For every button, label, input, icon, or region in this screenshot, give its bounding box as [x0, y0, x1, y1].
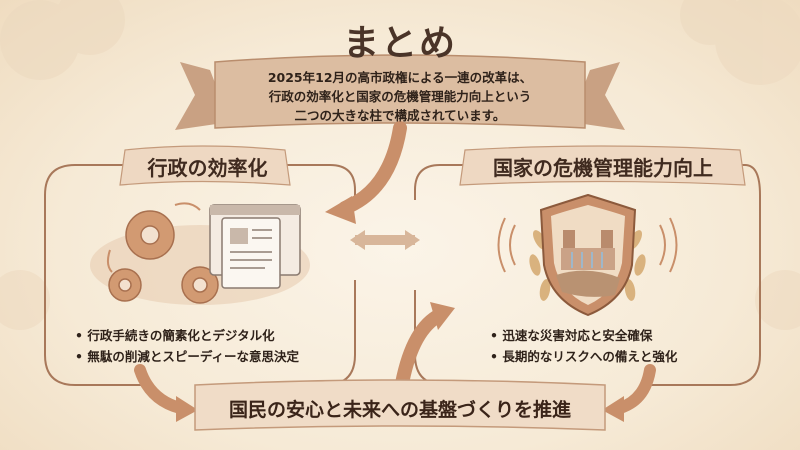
left-title-ribbon	[119, 145, 291, 186]
left-bullet-item: 行政手続きの簡素化とデジタル化	[75, 325, 365, 346]
cloud-decoration	[0, 0, 800, 330]
shield-dam-icon	[497, 193, 678, 317]
left-bullet-list: 行政手続きの簡素化とデジタル化 無駄の削減とスピーディーな意思決定	[75, 325, 365, 367]
bottom-banner-text: 国民の安心と未来への基盤づくりを推進	[228, 399, 571, 421]
bottom-banner	[194, 379, 606, 431]
right-panel-title: 国家の危機管理能力向上	[493, 156, 713, 180]
center-bidirectional-arrow	[350, 230, 420, 250]
arrow-right-to-bottom	[602, 364, 656, 422]
arrow-left-to-bottom	[134, 364, 198, 422]
intro-line-2: 行政の効率化と国家の危機管理能力向上という	[268, 89, 532, 104]
left-panel-title: 行政の効率化	[147, 156, 268, 180]
left-panel-outline	[44, 164, 150, 386]
right-bullet-list: 迅速な災害対応と安全確保 長期的なリスクへの備えと強化	[490, 325, 750, 367]
page-title: まとめ	[342, 23, 457, 64]
intro-line-1: 2025年12月の高市政権による一連の改革は、	[267, 70, 533, 85]
right-panel-outline	[414, 164, 470, 200]
right-bullet-item: 長期的なリスクへの備えと強化	[490, 346, 750, 367]
intro-ribbon	[175, 54, 625, 130]
gears-document-icon	[90, 202, 310, 305]
left-bullet-item: 無駄の削減とスピーディーな意思決定	[75, 346, 365, 367]
arrow-banner-to-left	[325, 121, 407, 224]
right-title-ribbon	[459, 145, 746, 186]
intro-text: 2025年12月の高市政権による一連の改革は、 行政の効率化と国家の危機管理能力…	[230, 68, 570, 125]
intro-line-3: 二つの大きな柱で構成されています。	[294, 108, 506, 123]
right-bullet-item: 迅速な災害対応と安全確保	[490, 325, 750, 346]
